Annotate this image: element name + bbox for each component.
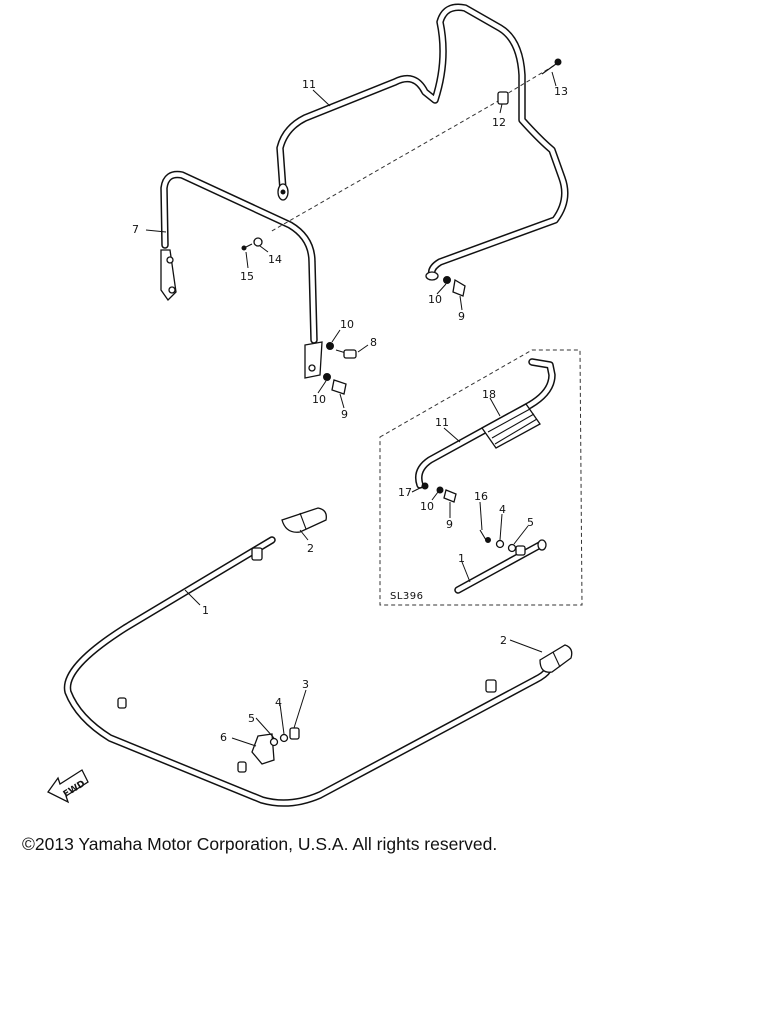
callout-17: 17 [398, 486, 412, 499]
callout-10-bracket-lower: 10 [312, 393, 326, 406]
callout-10-bracket-upper: 10 [340, 318, 354, 331]
callout-12: 12 [492, 116, 506, 129]
callout-2-lower: 2 [500, 634, 507, 647]
screw-15 [241, 243, 253, 251]
callout-9-right: 9 [458, 310, 465, 323]
end-cap-lower [539, 644, 573, 673]
washer-14 [253, 237, 263, 247]
callout-4: 4 [275, 696, 282, 709]
callout-14: 14 [268, 253, 282, 266]
end-cap-upper [281, 507, 327, 533]
callout-labels: 11 12 13 7 14 15 10 9 10 8 10 9 11 18 17… [132, 78, 568, 744]
callout-16: 16 [474, 490, 488, 503]
hardware-set-bracket [323, 342, 357, 395]
grip-18 [481, 403, 541, 449]
callout-11-inset: 11 [435, 416, 449, 429]
collar-12 [497, 91, 509, 105]
callout-3: 3 [302, 678, 309, 691]
hardware-set-right [443, 276, 466, 297]
callout-18: 18 [482, 388, 496, 401]
inset-reference-code: SL396 [390, 591, 424, 602]
callout-5-inset: 5 [527, 516, 534, 529]
callout-4-inset: 4 [499, 503, 506, 516]
callout-6: 6 [220, 731, 227, 744]
forward-arrow-icon: FWD [47, 769, 89, 804]
callout-2-upper: 2 [307, 542, 314, 555]
grab-bar-upper [276, 3, 569, 281]
inset-alternate-bar: SL396 [379, 349, 583, 606]
hardware-set-lower [251, 727, 300, 765]
bumper-tube-main [63, 536, 552, 807]
callout-10-inset: 10 [420, 500, 434, 513]
bolt-13 [541, 58, 562, 75]
leader-lines [145, 71, 557, 747]
callout-9-bracket: 9 [341, 408, 348, 421]
callout-9-inset: 9 [446, 518, 453, 531]
callout-1-main: 1 [202, 604, 209, 617]
side-bracket-bar [160, 170, 323, 379]
callout-1-inset: 1 [458, 552, 465, 565]
callout-11-upper: 11 [302, 78, 316, 91]
callout-15: 15 [240, 270, 254, 283]
callout-5: 5 [248, 712, 255, 725]
callout-7: 7 [132, 223, 139, 236]
callout-10-right: 10 [428, 293, 442, 306]
parts-diagram: SL396 FWD [47, 3, 583, 807]
callout-8: 8 [370, 336, 377, 349]
copyright-notice: ©2013 Yamaha Motor Corporation, U.S.A. A… [22, 834, 498, 854]
callout-13: 13 [554, 85, 568, 98]
